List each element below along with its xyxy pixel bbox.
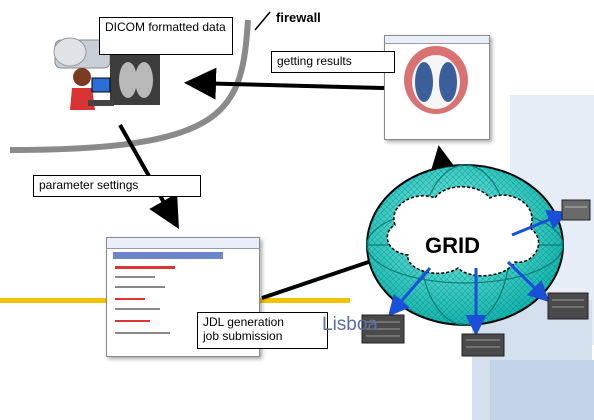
lung-image <box>404 46 468 114</box>
dicom-label-text: DICOM formatted data <box>105 20 226 34</box>
web-portal-text <box>115 308 160 310</box>
blue-arrow-right <box>506 260 550 303</box>
web-portal-text <box>115 332 170 334</box>
parameter-settings-label-text: parameter settings <box>39 178 139 192</box>
background-panel <box>490 360 594 420</box>
results-window <box>384 35 490 140</box>
dicom-label: DICOM formatted data <box>99 17 233 55</box>
jdl-label: JDL generation job submission <box>197 312 328 349</box>
jdl-label-line1: JDL generation <box>203 315 284 329</box>
web-portal-banner <box>113 252 223 259</box>
arrow-results <box>184 67 385 100</box>
firewall-curve <box>9 19 251 153</box>
web-portal-header <box>107 238 259 249</box>
server-icon <box>461 333 505 357</box>
jdl-label-line2: job submission <box>203 329 283 343</box>
web-portal-text <box>115 266 175 269</box>
workstation-illustration <box>53 37 160 110</box>
lisboa-text: Lisboa <box>322 314 378 335</box>
server-icon <box>561 199 591 221</box>
web-portal-text <box>115 286 165 288</box>
web-portal-text <box>115 276 155 278</box>
blue-arrow-topright <box>511 210 569 237</box>
server-icon <box>547 292 589 320</box>
grid-label: GRID <box>425 233 480 258</box>
web-portal-text <box>115 320 150 322</box>
server-icon <box>361 314 405 344</box>
parameter-settings-label: parameter settings <box>33 175 201 197</box>
blue-arrow-left <box>388 267 432 317</box>
getting-results-label-text: getting results <box>277 54 352 68</box>
results-window-titlebar <box>385 36 489 44</box>
firewall-label: firewall <box>276 10 321 25</box>
arrow-parameters <box>118 124 179 229</box>
web-portal-text <box>115 298 145 300</box>
firewall-pointer-line <box>254 11 271 31</box>
getting-results-label: getting results <box>271 51 395 73</box>
